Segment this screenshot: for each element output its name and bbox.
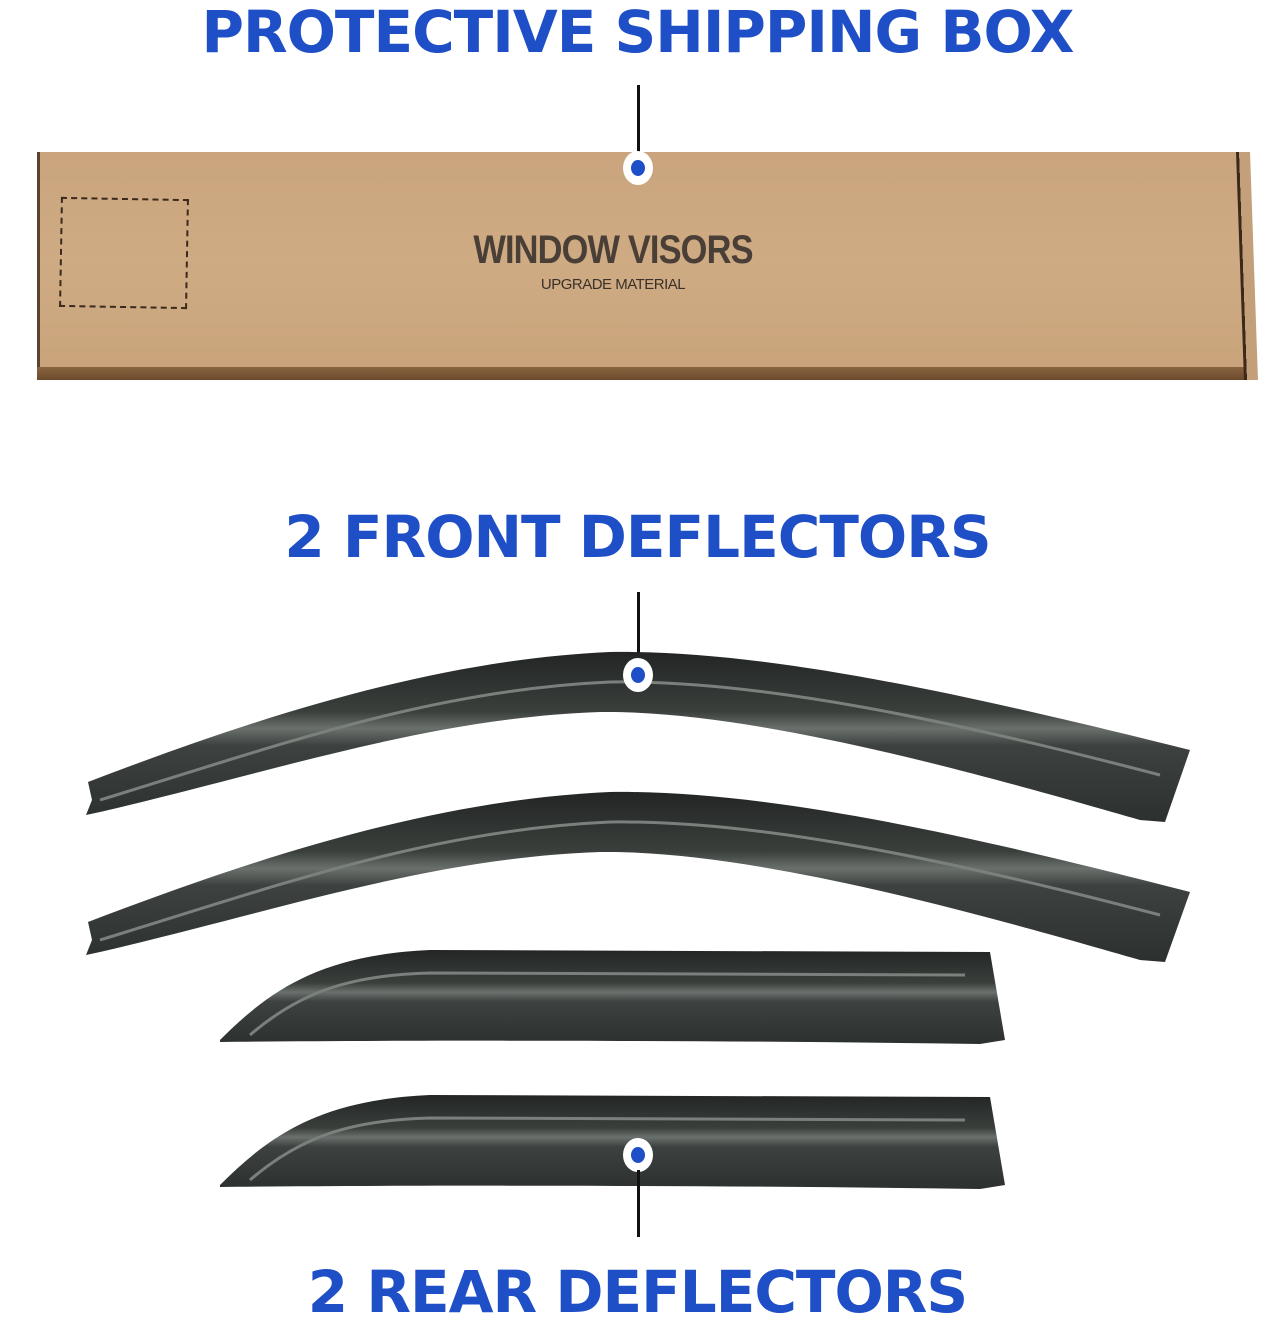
rear-deflector-2 (220, 1095, 1005, 1189)
leader-line-front (637, 592, 640, 662)
heading-front-deflectors: 2 FRONT DEFLECTORS (284, 503, 991, 571)
heading-rear-deflectors: 2 REAR DEFLECTORS (307, 1258, 968, 1326)
leader-line-box (637, 85, 640, 155)
marker-dot-box (623, 151, 653, 185)
marker-dot-rear (623, 1138, 653, 1172)
front-deflector-2 (86, 791, 1190, 962)
shipping-box: WINDOW VISORS UPGRADE MATERIAL (37, 152, 1258, 380)
leader-line-rear (637, 1170, 640, 1237)
front-deflector-1 (86, 651, 1190, 822)
marker-dot-front (623, 658, 653, 692)
box-face: WINDOW VISORS UPGRADE MATERIAL (37, 152, 1245, 367)
box-bottom-edge (37, 367, 1255, 380)
box-subtitle: UPGRADE MATERIAL (540, 276, 686, 293)
heading-protective-shipping-box: PROTECTIVE SHIPPING BOX (201, 0, 1074, 66)
rear-deflector-1 (220, 950, 1005, 1044)
box-title: WINDOW VISORS (473, 228, 753, 272)
